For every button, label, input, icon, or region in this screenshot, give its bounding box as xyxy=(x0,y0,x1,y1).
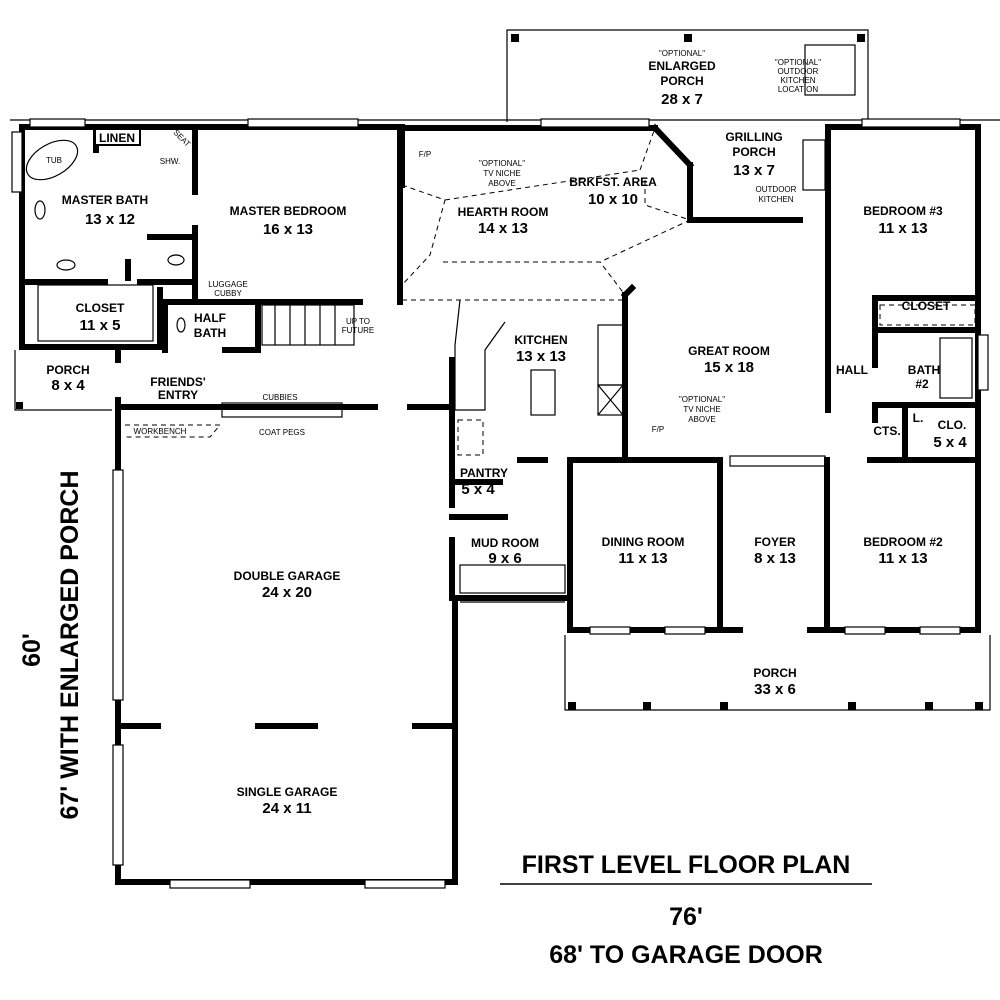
pantry-label: PANTRY xyxy=(460,466,508,480)
master-bedroom-label: MASTER BEDROOM xyxy=(230,204,347,218)
enlarged-porch-label: ENLARGED xyxy=(648,59,716,73)
bath2-label: BATH xyxy=(908,363,940,377)
front-porch-size: 33 x 6 xyxy=(754,681,796,698)
half-bath-label: HALF xyxy=(194,311,226,325)
stairs-up-label-2: FUTURE xyxy=(342,326,374,335)
stairs xyxy=(261,304,355,346)
master-bath-label: MASTER BATH xyxy=(62,193,148,207)
stairs-up-label: UP TO xyxy=(346,317,370,326)
width-dimension: 76' xyxy=(669,903,703,931)
clo-label: CLO. xyxy=(938,418,967,432)
outdoor-kitchen-label-2: KITCHEN xyxy=(758,195,793,204)
clo-size: 5 x 4 xyxy=(933,434,967,451)
linen-small-label: L. xyxy=(913,411,924,425)
enlarged-porch-optional: "OPTIONAL" xyxy=(659,49,705,58)
room-labels: MASTER BATH 13 x 12 MASTER BEDROOM 16 x … xyxy=(46,49,967,817)
outdoor-kitchen-label: OUTDOOR xyxy=(756,185,797,194)
great-room-fp-label: F/P xyxy=(652,425,664,434)
outdoor-kitchen-optional-label-4: LOCATION xyxy=(778,85,819,94)
great-room-tv-label-3: ABOVE xyxy=(688,415,716,424)
master-bedroom-size: 16 x 13 xyxy=(263,221,313,238)
great-room-tv-label-2: TV NICHE xyxy=(683,405,720,414)
enlarged-porch-label-2: PORCH xyxy=(660,74,703,88)
master-bath-size: 13 x 12 xyxy=(85,211,135,228)
foyer-label: FOYER xyxy=(754,535,796,549)
enlarged-porch-outline xyxy=(506,29,869,122)
side-porch-size: 8 x 4 xyxy=(51,377,85,394)
single-garage-size: 24 x 11 xyxy=(262,800,311,817)
great-room-tv-label: "OPTIONAL" xyxy=(679,395,725,404)
workbench-label: WORKBENCH xyxy=(134,427,187,436)
dining-room-label: DINING ROOM xyxy=(602,535,685,549)
bedroom3-label: BEDROOM #3 xyxy=(863,204,943,218)
half-bath-label-2: BATH xyxy=(194,326,226,340)
linen-label: LINEN xyxy=(99,131,135,145)
outdoor-kitchen-optional-label-2: OUTDOOR xyxy=(778,67,819,76)
grilling-porch-size: 13 x 7 xyxy=(733,162,775,179)
master-closet-label: CLOSET xyxy=(76,301,125,315)
luggage-label: LUGGAGE xyxy=(208,280,248,289)
porch-outlines xyxy=(14,350,991,711)
front-porch-label: PORCH xyxy=(753,666,796,680)
enlarged-depth-dimension: 67' WITH ENLARGED PORCH xyxy=(56,470,84,819)
friends-entry-label: FRIENDS' xyxy=(150,375,206,389)
breakfast-label: BRKFST. AREA xyxy=(569,175,657,189)
depth-dimension: 60' xyxy=(18,633,46,667)
great-room-label: GREAT ROOM xyxy=(688,344,770,358)
shower-label: SHW. xyxy=(160,157,180,166)
bedroom2-label: BEDROOM #2 xyxy=(863,535,943,549)
walls xyxy=(19,123,981,885)
double-garage-size: 24 x 20 xyxy=(262,584,312,601)
garage-width-dimension: 68' TO GARAGE DOOR xyxy=(549,941,823,969)
bedroom2-size: 11 x 13 xyxy=(878,550,927,567)
hearth-tv-label-3: ABOVE xyxy=(488,179,516,188)
hearth-tv-label: "OPTIONAL" xyxy=(479,159,525,168)
pantry-size: 5 x 4 xyxy=(461,481,495,498)
great-room-size: 15 x 18 xyxy=(704,359,754,376)
breakfast-size: 10 x 10 xyxy=(588,191,638,208)
dining-room-size: 11 x 13 xyxy=(618,550,667,567)
annotations: LINEN TUB SHW. SEAT LUGGAGE CUBBY UP TO … xyxy=(46,58,821,437)
cts-label: CTS. xyxy=(873,424,900,438)
outdoor-kitchen-optional-label: "OPTIONAL" xyxy=(775,58,821,67)
master-closet-size: 11 x 5 xyxy=(80,317,121,334)
single-garage-label: SINGLE GARAGE xyxy=(237,785,338,799)
hall-label: HALL xyxy=(836,363,868,377)
bedroom3-size: 11 x 13 xyxy=(878,220,927,237)
hearth-fp-label: F/P xyxy=(419,150,431,159)
side-porch-label: PORCH xyxy=(46,363,89,377)
fixtures xyxy=(25,44,976,594)
cubbies-label: CUBBIES xyxy=(262,393,297,402)
mud-room-size: 9 x 6 xyxy=(488,550,521,567)
kitchen-label: KITCHEN xyxy=(514,333,567,347)
outdoor-kitchen-optional-label-3: KITCHEN xyxy=(780,76,815,85)
seat-label: SEAT xyxy=(171,128,192,149)
foyer-size: 8 x 13 xyxy=(754,550,796,567)
coat-pegs-label: COAT PEGS xyxy=(259,428,305,437)
hearth-room-size: 14 x 13 xyxy=(478,220,528,237)
title-block: FIRST LEVEL FLOOR PLAN 76' 68' TO GARAGE… xyxy=(18,470,872,969)
windows xyxy=(11,118,989,889)
luggage-label-2: CUBBY xyxy=(214,289,242,298)
mud-room-label: MUD ROOM xyxy=(471,536,539,550)
tub-label: TUB xyxy=(46,156,62,165)
hearth-tv-label-2: TV NICHE xyxy=(483,169,520,178)
grilling-porch-label-2: PORCH xyxy=(732,145,775,159)
enlarged-porch-size: 28 x 7 xyxy=(661,91,703,108)
friends-entry-label-2: ENTRY xyxy=(158,388,198,402)
bath2-label-2: #2 xyxy=(915,377,929,391)
plan-title: FIRST LEVEL FLOOR PLAN xyxy=(522,851,851,879)
grilling-porch-label: GRILLING xyxy=(725,130,782,144)
bedroom3-closet-label: CLOSET xyxy=(902,299,951,313)
hearth-room-label: HEARTH ROOM xyxy=(458,205,549,219)
double-garage-label: DOUBLE GARAGE xyxy=(234,569,341,583)
kitchen-size: 13 x 13 xyxy=(516,348,566,365)
